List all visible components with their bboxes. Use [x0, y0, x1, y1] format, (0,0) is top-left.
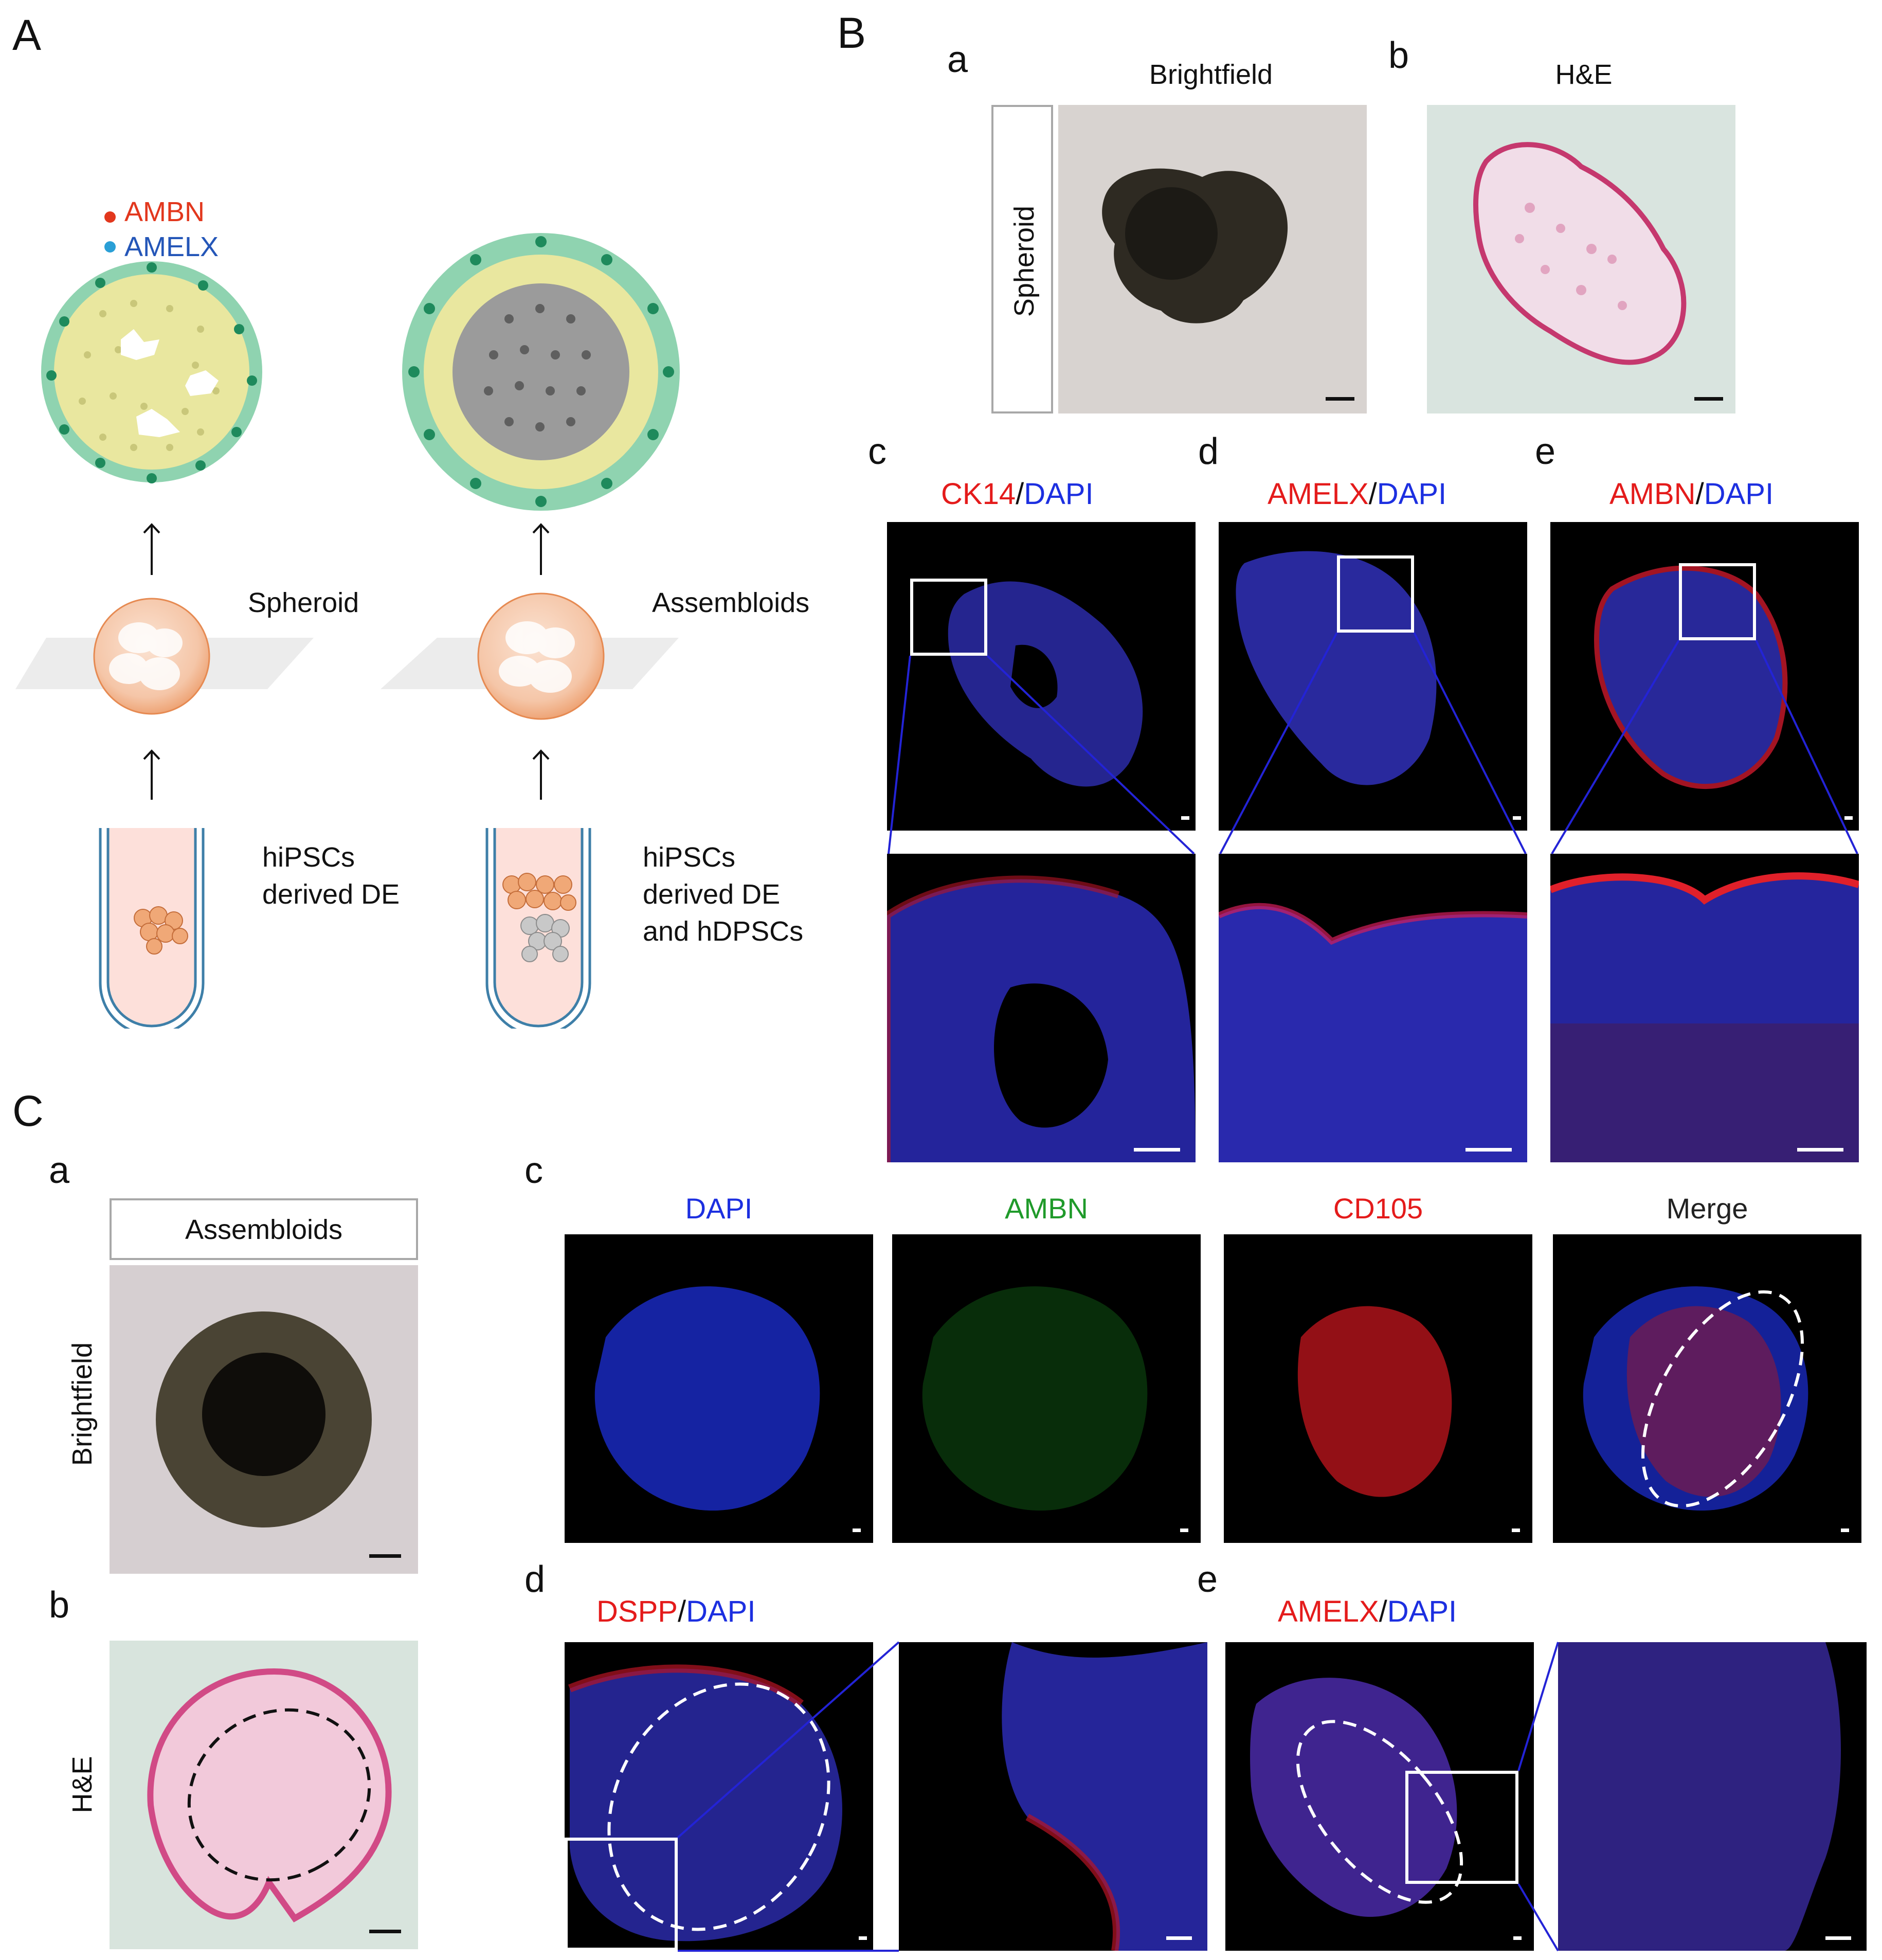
panel-b-d-stain: AMELX/DAPI	[1268, 477, 1447, 511]
spheroid-row-label-box: Spheroid	[991, 105, 1053, 413]
assembloids-header-box: Assembloids	[110, 1198, 418, 1260]
spheroid-organoid-diagram	[41, 261, 262, 483]
spheroid-brightfield-image	[1058, 105, 1367, 413]
scale-bar	[853, 1529, 861, 1532]
panel-a-letter: A	[12, 11, 42, 59]
spheroid-sphere-icon	[93, 598, 210, 715]
channel-image-cd105	[1224, 1234, 1532, 1543]
scale-bar	[1134, 1148, 1180, 1152]
panel-c-letter: C	[12, 1087, 44, 1135]
scale-bar	[369, 1930, 401, 1933]
assembloid-sphere-icon	[477, 592, 605, 720]
panel-c-a-letter: a	[49, 1150, 70, 1191]
zoom-box	[1405, 1771, 1518, 1884]
spheroid-he-image	[1427, 105, 1735, 413]
ambn-dapi-zoom-image	[1550, 854, 1859, 1162]
legend-ambn-label: AMBN	[124, 196, 205, 227]
zoom-box	[910, 579, 987, 656]
right-cells-line3: and hDPSCs	[643, 916, 804, 947]
scale-bar	[1841, 1529, 1849, 1532]
right-cells-line2: derived DE	[643, 879, 781, 910]
scale-bar	[1512, 1529, 1520, 1532]
dspp-dapi-image	[565, 1642, 873, 1951]
scale-bar	[369, 1554, 401, 1558]
tube-left	[99, 828, 205, 1036]
schematic-drawing	[15, 211, 680, 1036]
tube-right	[485, 828, 591, 1036]
channel-label-cd105: CD105	[1333, 1192, 1423, 1225]
ambn-dapi-image	[1550, 522, 1859, 831]
process-arrows	[143, 523, 550, 800]
scale-bar	[1180, 1529, 1188, 1532]
channel-label-dapi: DAPI	[685, 1192, 753, 1225]
panel-c-d-letter: d	[524, 1559, 546, 1600]
dspp-dapi-zoom-image	[899, 1642, 1207, 1951]
amelx-legend-dot	[104, 241, 116, 253]
panel-b-brightfield-header: Brightfield	[1149, 59, 1273, 90]
scale-bar	[1181, 816, 1189, 820]
scale-bar	[1844, 816, 1853, 820]
assembloid-organoid-diagram	[402, 233, 680, 511]
channel-image-dapi	[565, 1234, 873, 1543]
panel-b-c-letter: c	[868, 431, 886, 472]
amelx-dapi-image	[1219, 522, 1527, 831]
left-cells-line1: hiPSCs	[262, 842, 355, 873]
panel-b-e-stain: AMBN/DAPI	[1609, 477, 1774, 511]
scale-bar	[1694, 397, 1723, 401]
panel-b-a-letter: a	[947, 39, 968, 80]
channel-image-ambn	[892, 1234, 1201, 1543]
scale-bar	[1465, 1148, 1512, 1152]
spheroid-row-label: Spheroid	[1009, 205, 1040, 317]
panel-c-e-letter: e	[1197, 1559, 1218, 1600]
legend-amelx-label: AMELX	[124, 231, 219, 262]
spheroid-title: Spheroid	[248, 587, 359, 618]
left-cells-line2: derived DE	[262, 879, 400, 910]
ambn-legend-dot	[104, 211, 116, 223]
assembloids-header: Assembloids	[185, 1214, 343, 1245]
amelx-dapi-assembloid-zoom-image	[1558, 1642, 1867, 1951]
amelx-dapi-assembloid-image	[1225, 1642, 1534, 1951]
he-row-label: H&E	[67, 1756, 98, 1813]
assembloid-brightfield-image	[110, 1265, 418, 1574]
panel-b-b-letter: b	[1388, 35, 1409, 76]
panel-b-c-stain: CK14/DAPI	[941, 477, 1094, 511]
channel-image-merge	[1553, 1234, 1861, 1543]
ck14-dapi-image	[887, 522, 1196, 831]
zoom-box	[565, 1838, 678, 1951]
zoom-box	[1679, 563, 1756, 640]
panel-c-c-letter: c	[524, 1150, 543, 1191]
scale-bar	[1825, 1936, 1851, 1940]
panel-b-d-letter: d	[1198, 431, 1219, 472]
panel-c-d-stain: DSPP/DAPI	[596, 1595, 756, 1628]
zoom-box	[1337, 555, 1414, 633]
scale-bar	[859, 1936, 867, 1940]
panel-b-e-letter: e	[1535, 431, 1556, 472]
right-cells-line1: hiPSCs	[643, 842, 736, 873]
ck14-dapi-zoom-image	[887, 854, 1196, 1162]
assembloid-title: Assembloids	[652, 587, 810, 618]
scale-bar	[1797, 1148, 1843, 1152]
panel-b-he-header: H&E	[1555, 59, 1613, 90]
scale-bar	[1326, 397, 1354, 401]
panel-c-b-letter: b	[49, 1585, 70, 1626]
panel-a-schematic: AMBN AMELX Spheroid Assembloids hiPSCs d…	[0, 0, 843, 1036]
assembloid-he-image	[110, 1641, 418, 1949]
scale-bar	[1513, 816, 1521, 820]
amelx-dapi-zoom-image	[1219, 854, 1527, 1162]
brightfield-row-label: Brightfield	[67, 1342, 98, 1466]
scale-bar	[1166, 1936, 1192, 1940]
channel-label-ambn: AMBN	[1005, 1192, 1088, 1225]
channel-label-merge: Merge	[1666, 1192, 1748, 1225]
panel-c-e-stain: AMELX/DAPI	[1278, 1595, 1457, 1628]
scale-bar	[1513, 1936, 1522, 1940]
panel-b-letter: B	[837, 9, 866, 57]
